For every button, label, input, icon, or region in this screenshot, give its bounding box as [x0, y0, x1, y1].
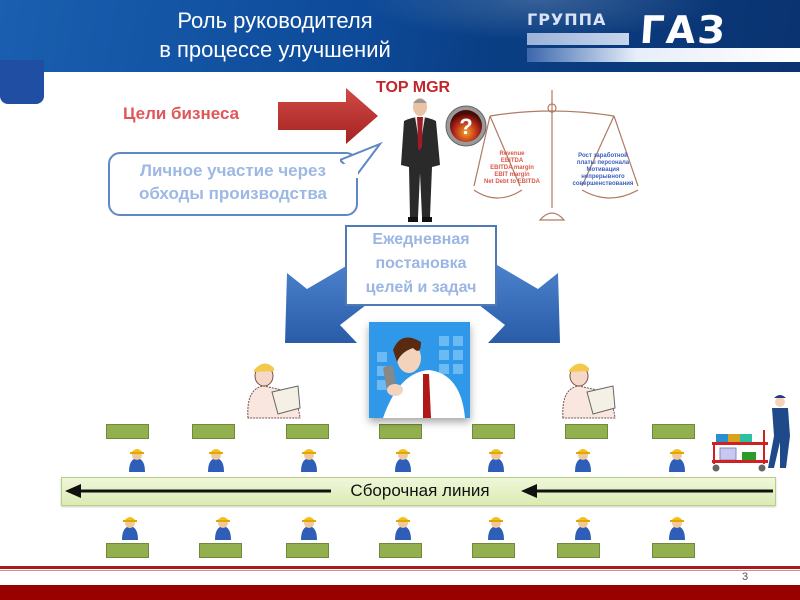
header-corner-tab — [0, 60, 44, 104]
daily-line-3: целей и задач — [365, 279, 477, 296]
supervisor-right-icon — [562, 363, 616, 419]
worker-icon — [119, 513, 141, 546]
supervisor-left-icon — [247, 363, 301, 419]
worker-icon — [666, 513, 688, 546]
title-line-2: в процессе улучшений — [159, 37, 391, 62]
speech-bubble-text: Личное участие через обходы производства — [108, 159, 358, 205]
workstation-bottom — [199, 543, 242, 558]
worker-icon — [485, 445, 507, 478]
speech-bubble-tail — [340, 142, 383, 178]
worker-icon — [205, 445, 227, 478]
logo-stripe — [527, 33, 629, 45]
worker-icon — [666, 445, 688, 478]
workstation-top — [286, 424, 329, 439]
daily-goals-text: Ежедневная постановка целей и задач — [345, 228, 497, 300]
worker-icon — [485, 513, 507, 546]
manager-figure-icon — [401, 98, 440, 222]
daily-line-2: постановка — [375, 255, 467, 272]
metric-item: EBITDA margin — [490, 165, 534, 171]
svg-text:?: ? — [459, 114, 472, 139]
metric-item: EBIT margin — [494, 172, 530, 178]
speech-bubble — [108, 152, 358, 216]
logo-stripe-long — [527, 48, 800, 62]
worker-icon — [298, 513, 320, 546]
metric-item: Revenue — [499, 151, 525, 157]
metric-item: Net Debt to EBITDA — [484, 179, 540, 185]
worker-icon — [392, 513, 414, 546]
metric-item: Мотивация — [586, 167, 620, 173]
workstation-top — [565, 424, 608, 439]
workstation-bottom — [472, 543, 515, 558]
question-icon: ? — [445, 105, 487, 147]
workstation-top — [379, 424, 422, 439]
workstation-bottom — [106, 543, 149, 558]
flow-arrows-icon — [65, 484, 773, 498]
workstation-bottom — [286, 543, 329, 558]
daily-goals-box — [345, 225, 497, 306]
workstation-bottom — [652, 543, 695, 558]
daily-line-1: Ежедневная — [372, 231, 470, 248]
workstation-bottom — [557, 543, 600, 558]
bubble-line-1: Личное участие через — [140, 161, 326, 180]
footer-rule — [0, 566, 800, 569]
worker-icon — [572, 513, 594, 546]
workstation-top — [192, 424, 235, 439]
metric-item: EBITDA — [500, 158, 524, 164]
bubble-line-2: обходы производства — [138, 184, 328, 203]
metric-item: совершенствования — [572, 181, 634, 187]
worker-icon — [212, 513, 234, 546]
workstation-top — [472, 424, 515, 439]
logo-group-text: ГРУППА — [527, 10, 607, 29]
metric-item: непрерывного — [581, 174, 625, 180]
assembly-line-label: Сборочная линия — [350, 481, 490, 500]
worker-icon — [126, 445, 148, 478]
cart-worker-icon — [712, 395, 790, 472]
page-number: 3 — [742, 571, 749, 583]
scale-left-metrics: Revenue EBITDA EBITDA margin EBIT margin… — [476, 151, 548, 186]
worker-icon — [572, 445, 594, 478]
phone-man-icon — [369, 322, 470, 418]
top-mgr-label: TOP MGR — [376, 79, 451, 96]
footer-bar — [0, 585, 800, 600]
title-line-1: Роль руководителя — [177, 8, 373, 33]
metric-item: Рост заработной — [578, 153, 628, 159]
logo-gaz: ГАЗ — [638, 8, 729, 52]
footer-rule-thin — [0, 570, 800, 571]
metric-item: платы персонала — [576, 160, 630, 166]
page-title: Роль руководителя в процессе улучшений — [120, 6, 430, 64]
business-goals-label: Цели бизнеса — [123, 104, 240, 123]
workstation-top — [106, 424, 149, 439]
worker-icon — [298, 445, 320, 478]
scale-right-metrics: Рост заработной платы персонала Мотиваци… — [566, 153, 640, 188]
scales-icon — [473, 90, 639, 221]
worker-icon — [392, 445, 414, 478]
header-banner: Роль руководителя в процессе улучшений Г… — [0, 0, 800, 72]
red-arrow-icon — [278, 88, 378, 144]
workstation-top — [652, 424, 695, 439]
workstation-bottom — [379, 543, 422, 558]
